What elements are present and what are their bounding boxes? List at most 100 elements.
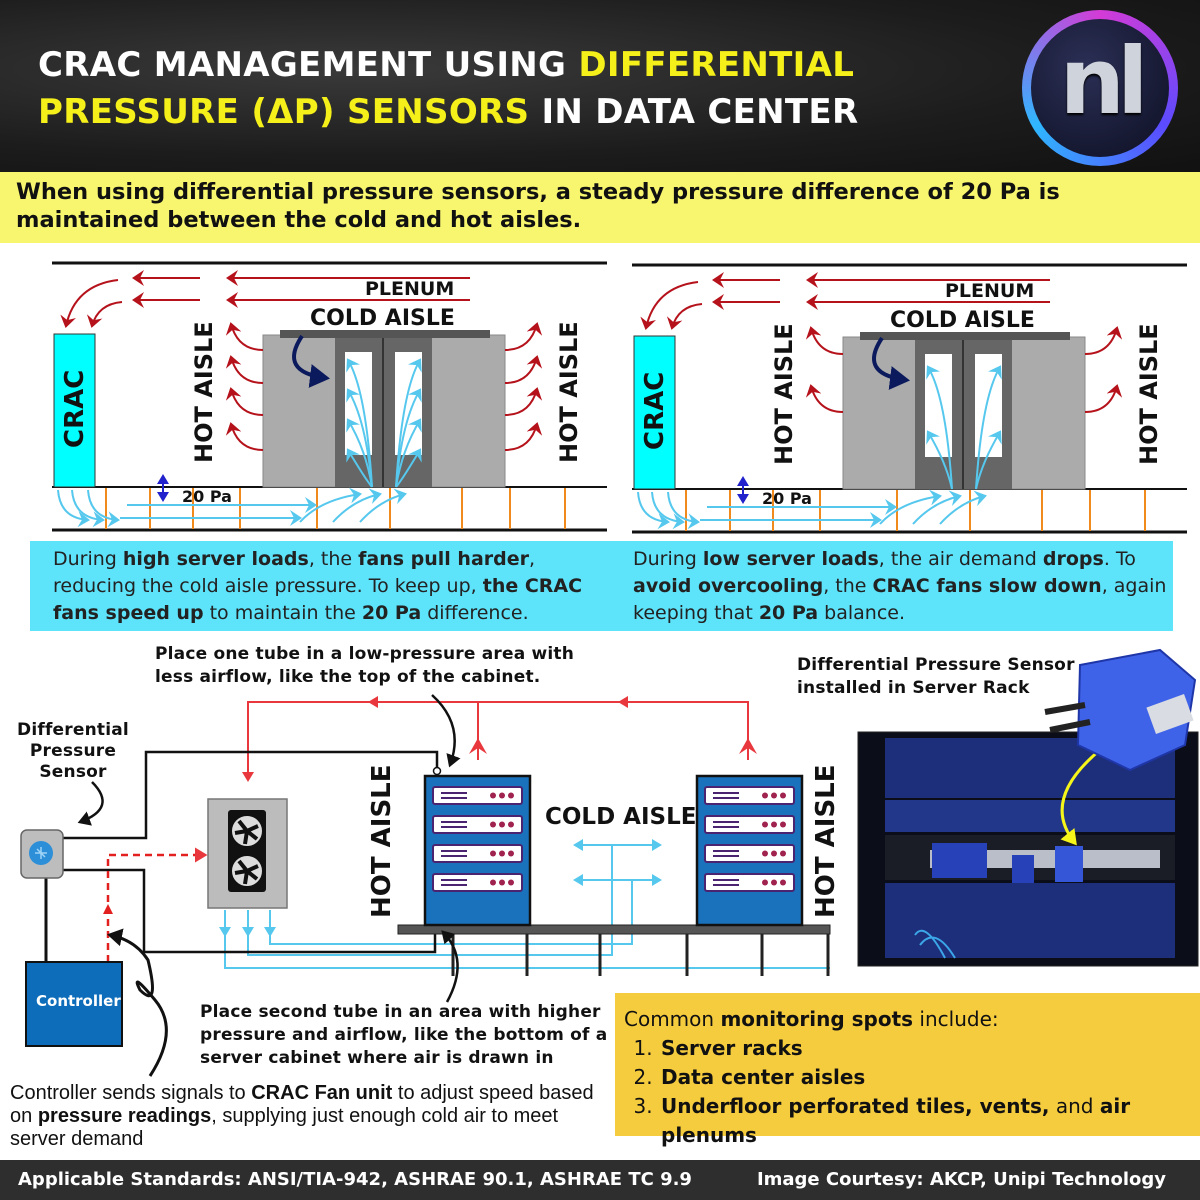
text-segment: CRAC MANAGEMENT USING [38,45,579,85]
server-vent [441,879,467,886]
controller-box [25,961,123,1047]
cold-air-arrow [395,448,422,488]
summary-band [0,172,1200,243]
server-led [771,821,777,828]
door-window [395,352,422,455]
text-segment: to maintain the [203,602,362,624]
hot-air-arrow [86,301,123,328]
hot-air-arrow [640,281,699,330]
monitoring-spots-intro: Common monitoring spots include: [624,1005,1200,1034]
crac-label: CRAC [60,370,90,448]
server-vent [441,821,467,828]
crac-unit [53,333,96,488]
hot-aisle-label: HOT AISLE [367,765,397,919]
containment-roof [860,332,1070,340]
cold-air-arrow [879,489,942,525]
server-led [780,792,786,799]
title-line-2: PRESSURE (ΔP) SENSORS IN DATA CENTER [38,89,858,136]
hot-air-arrow [1084,326,1123,355]
network-cables [914,929,956,959]
server-led [780,850,786,857]
text-segment: 20 Pa [758,602,819,624]
server-led [490,821,496,828]
server-led [490,792,496,799]
hot-air-arrow [225,387,264,416]
callout-arrow [441,930,459,1003]
server-led [780,879,786,886]
server-led [762,792,768,799]
server-led [780,821,786,828]
hot-air-exhaust-arrowhead [469,738,487,754]
cold-air-arrow [637,491,670,530]
header-banner [0,0,1200,172]
server-unit [432,873,523,892]
control-signal-line [106,847,208,962]
raised-floor [397,924,831,935]
text-segment: IN DATA CENTER [529,92,859,132]
logo-text: nl [1059,27,1148,135]
monitoring-spots-box: Common monitoring spots include: Server … [615,993,1200,1147]
pressure-label: 20 Pa [182,487,232,506]
server-led [499,821,505,828]
text-segment: Common [624,1007,721,1031]
server-led [771,850,777,857]
server-led [762,850,768,857]
text-segment: 20 Pa [361,602,422,624]
text-segment: high server loads [122,548,309,570]
text-segment: , supplying just enough cold air to meet… [10,1105,559,1150]
page-title: CRAC MANAGEMENT USING DIFFERENTIAL PRESS… [38,42,858,136]
hot-air-arrow [666,303,703,330]
list-item: Underfloor perforated tiles, vents, and … [659,1092,1200,1150]
hot-air-arrow [805,384,844,413]
cold-air-arrow [975,430,1002,490]
server-unit [432,815,523,834]
cold-air-arrow [667,491,700,530]
list-item: Data center aisles [659,1063,1200,1092]
rack-panel [885,883,1175,958]
cold-aisle-label: COLD AISLE [310,306,455,331]
image-courtesy-text: Image Courtesy: AKCP, Unipi Technology [756,1169,1166,1190]
module [1012,855,1034,883]
hot-air-return-line [242,701,749,782]
cold-air-arrow [346,448,373,488]
photo-label: Differential Pressure Sensor installed i… [797,655,1075,698]
server-led [762,821,768,828]
text-segment: , reducing the cold aisle pressure. To k… [53,548,536,597]
cold-air-arrow [57,489,90,528]
text-segment: , the air demand [878,548,1043,570]
cold-air-arrow [87,489,120,528]
din-rail [930,850,1160,868]
server-led [508,850,514,857]
summary-text: When using differential pressure sensors… [16,179,1060,233]
fan-blades-icon [234,859,259,885]
text-segment: During [633,548,703,570]
cold-air-arrow [939,490,987,525]
pressure-label: 20 Pa [762,489,812,508]
server-led [508,821,514,828]
server-led [771,879,777,886]
hot-aisle-label: HOT AISLE [770,323,798,465]
text-segment: to adjust speed based on [10,1082,594,1127]
plenum-label: PLENUM [365,278,454,300]
hot-air-arrow [225,322,264,351]
server-led [490,850,496,857]
text-segment: include: [913,1007,999,1031]
server-vent [713,821,739,828]
server-led [508,879,514,886]
server-led [499,850,505,857]
callout-arrow [77,781,104,826]
server-unit [704,844,795,863]
installed-pressure-sensor [1055,846,1083,882]
sensor-ports [1044,702,1091,733]
text-segment: Controller sends signals to [10,1082,252,1104]
text-segment: drops [1042,548,1104,570]
footer: Applicable Standards: ANSI/TIA-942, ASHR… [0,1160,1200,1200]
standards-text: Applicable Standards: ANSI/TIA-942, ASHR… [18,1169,692,1190]
cold-air-arrow [332,488,382,523]
hot-air-arrow [225,355,264,384]
hot-aisle-label: HOT AISLE [811,765,841,919]
sensor-chip-icon-traces [35,847,47,859]
akcp-sp2-unit [932,843,987,878]
text-segment: and [1049,1094,1100,1118]
